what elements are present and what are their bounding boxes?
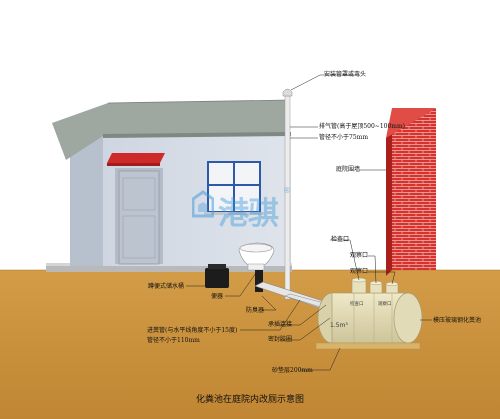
label-obs-port-2: 观察口 bbox=[350, 268, 369, 275]
leader-socket bbox=[280, 304, 327, 326]
door-awning-shadow bbox=[107, 163, 160, 166]
label-squat-bucket: 蹲便式储水桶 bbox=[148, 283, 185, 290]
toilet-rim bbox=[239, 243, 273, 253]
label-obs-port: 观察口 bbox=[350, 252, 369, 259]
label-odor-trap: 防臭器 bbox=[246, 307, 265, 314]
door-panel-top bbox=[122, 177, 156, 211]
leader-vent-cap bbox=[290, 74, 360, 91]
odor-trap-pipe bbox=[255, 270, 263, 292]
yard-wall-top bbox=[386, 108, 436, 138]
label-toilet: 便器 bbox=[211, 293, 224, 300]
label-yard-wall: 庭院围墙 bbox=[336, 166, 361, 173]
door-panel-bottom bbox=[122, 215, 156, 259]
house-roof-edge bbox=[103, 132, 291, 138]
house-roof bbox=[52, 100, 290, 160]
roof-ridge bbox=[107, 99, 291, 104]
tank-volume: 1.5m³ bbox=[330, 322, 348, 329]
leader-lines bbox=[186, 74, 432, 371]
yard-wall bbox=[392, 108, 436, 270]
label-tank-name: 模压玻璃钢化粪池 bbox=[433, 317, 482, 324]
label-inlet-pipe: 进粪管(与水平线角度不小于15度) bbox=[147, 327, 238, 334]
door-awning bbox=[107, 153, 165, 163]
leader-toilet bbox=[225, 269, 259, 297]
brand-registered-mark: ® bbox=[283, 186, 291, 195]
leader-sand bbox=[300, 347, 341, 371]
window-sill bbox=[204, 212, 264, 215]
water-bucket-lid bbox=[208, 264, 226, 269]
leader-sealed bbox=[280, 317, 331, 341]
diagram-caption: 化粪池在庭院内改厕示意图 bbox=[195, 395, 304, 405]
tank-right-end bbox=[393, 292, 423, 344]
toilet-base bbox=[247, 263, 265, 271]
label-vent-pipe-dia: 管径不小于75mm bbox=[319, 134, 369, 141]
label-inspect-port: 检查口 bbox=[331, 236, 350, 243]
yard-wall-side bbox=[386, 132, 392, 276]
leader-odor-trap bbox=[261, 295, 277, 311]
label-socket-joint: 承插连接 bbox=[268, 321, 293, 328]
leader-observe bbox=[368, 255, 377, 284]
label-vent-cap: 安装管罩或弯头 bbox=[324, 71, 367, 78]
tank-label-inspect: 检查口 bbox=[350, 302, 364, 307]
door bbox=[118, 170, 160, 265]
water-bucket bbox=[205, 268, 229, 288]
leader-observe2 bbox=[368, 271, 396, 285]
house-side-wall bbox=[70, 134, 103, 266]
brand-logo-text: 港骐 bbox=[218, 196, 279, 232]
label-sealed-glue: 密封胶圈 bbox=[268, 336, 293, 343]
label-inlet-pipe-dia: 管径不小于110mm bbox=[147, 337, 200, 344]
sand-bed bbox=[315, 342, 421, 350]
brand-logo-icon bbox=[192, 190, 214, 218]
label-sand-bed: 砂垫层200mm bbox=[272, 367, 313, 374]
house-base bbox=[46, 265, 292, 272]
leader-inlet bbox=[240, 299, 301, 331]
leader-inspect bbox=[330, 239, 360, 281]
tank-label-observe: 观察口 bbox=[378, 302, 392, 307]
vent-cap bbox=[282, 88, 293, 97]
vent-pipe bbox=[284, 95, 291, 300]
label-vent-pipe: 排气管(高于屋顶500~100mm) bbox=[319, 123, 405, 130]
